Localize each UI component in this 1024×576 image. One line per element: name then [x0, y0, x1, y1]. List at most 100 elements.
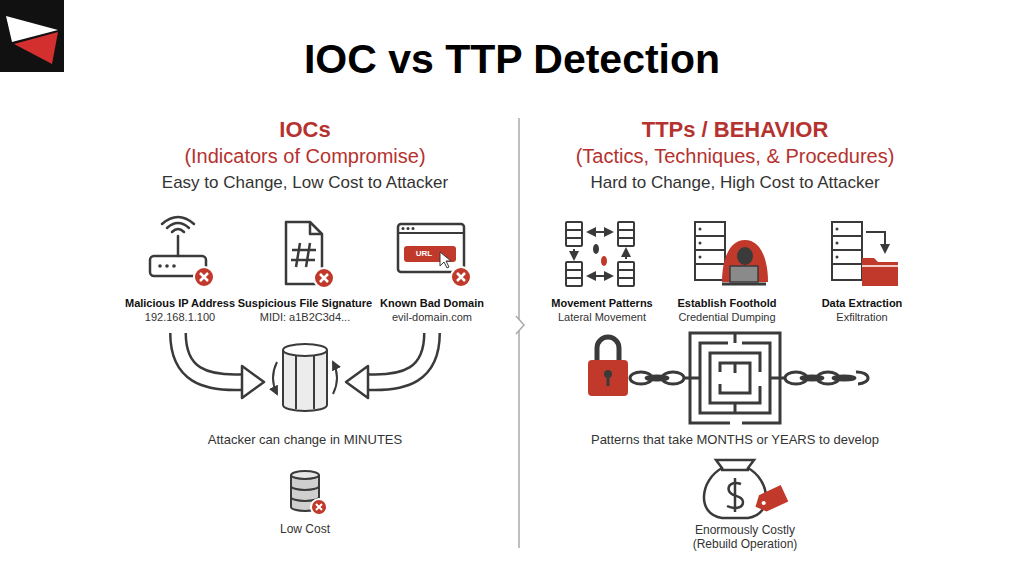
technique-name: Establish Foothold	[662, 297, 792, 310]
revolving-door-part	[313, 355, 315, 409]
padlock-part	[597, 337, 619, 362]
indicator-value: evil-domain.com	[357, 311, 507, 324]
chain-part	[662, 372, 684, 384]
browser-icon-part	[407, 227, 410, 230]
revolving-door-part	[273, 362, 277, 394]
blocked-mark-part	[457, 273, 465, 281]
hacker-icon-part	[730, 266, 758, 282]
money-bag	[704, 460, 766, 518]
movement-icon-part	[588, 231, 612, 233]
blocked-mark-part	[320, 274, 328, 282]
blocked-mark-part	[451, 267, 471, 287]
browser-icon-part	[412, 227, 415, 230]
technique-example: Lateral Movement	[537, 311, 667, 324]
column-tagline: Easy to Change, Low Cost to Attacker	[105, 173, 505, 193]
money-bag-part	[734, 478, 737, 512]
column-divider-part	[516, 316, 524, 334]
browser-icon	[398, 224, 464, 272]
page-title: IOC vs TTP Detection	[112, 36, 912, 83]
technique-name: Movement Patterns	[537, 297, 667, 310]
hacker-icon-part	[699, 256, 702, 259]
curved-arrow	[178, 333, 264, 398]
price-tag-part	[752, 485, 789, 515]
indicator-name: Malicious IP Address	[105, 297, 255, 310]
curved-arrow-part	[366, 333, 432, 382]
router-icon-part	[167, 223, 189, 228]
blocked-mark-part	[314, 268, 334, 288]
technique-example: Credential Dumping	[662, 311, 792, 324]
column-divider-part	[518, 118, 520, 548]
blocked-mark-part	[200, 273, 208, 281]
column-note: Attacker can change in MINUTES	[145, 433, 465, 448]
money-bag-part	[704, 460, 766, 518]
database-icon-part	[291, 486, 319, 490]
curved-arrow-part	[346, 366, 368, 398]
movement-icon-part	[593, 244, 599, 254]
hacker-icon	[695, 222, 768, 284]
movement-icon	[566, 222, 634, 286]
browser-icon-part	[402, 227, 405, 230]
blocked-mark-part	[316, 504, 322, 510]
exfiltration-icon-part	[862, 258, 898, 286]
technique-name: Data Extraction	[797, 297, 927, 310]
hacker-icon-part	[695, 222, 725, 280]
maze-part	[690, 333, 780, 413]
movement-icon-part	[566, 270, 582, 278]
exfiltration-icon-part	[832, 236, 862, 264]
url-text: URL	[404, 249, 444, 258]
exfiltration-icon-part	[832, 222, 862, 280]
column-subheading: (Indicators of Compromise)	[115, 145, 495, 168]
browser-icon-part	[440, 252, 451, 268]
blocked-mark-part	[311, 499, 327, 515]
exfiltration-icon-part	[862, 265, 898, 267]
exfiltration-icon-part	[866, 232, 885, 252]
money-bag-part	[721, 469, 749, 472]
exfiltration-icon-part	[836, 256, 839, 259]
router-icon-part	[158, 264, 162, 268]
router-icon-part	[177, 236, 180, 256]
chain-part	[801, 376, 823, 380]
maze-part	[710, 353, 760, 403]
movement-icon-part	[625, 249, 627, 259]
router-icon-part	[172, 229, 184, 232]
hacker-icon-part	[737, 247, 753, 265]
hacker-icon-part	[722, 240, 768, 282]
chain-part	[833, 376, 855, 380]
column-heading: IOCs	[195, 117, 415, 142]
router-icon	[150, 217, 206, 276]
brand-logo	[0, 0, 64, 72]
movement-icon-part	[566, 230, 582, 238]
chain-part	[646, 376, 668, 380]
padlock-part	[607, 376, 610, 386]
column-tagline: Hard to Change, High Cost to Attacker	[525, 173, 945, 193]
router-icon-part	[165, 264, 169, 268]
exfiltration-icon-part	[836, 242, 839, 245]
revolving-door-part	[333, 362, 337, 394]
hacker-icon-part	[695, 236, 725, 264]
curved-arrow-part	[242, 366, 264, 398]
column-note: Patterns that take MONTHS or YEARS to de…	[525, 433, 945, 448]
blocked-mark-part	[194, 267, 214, 287]
movement-icon-part	[588, 275, 612, 277]
maze-part	[700, 343, 770, 413]
indicator-name: Suspicious File Signature	[230, 297, 380, 310]
router-icon-part	[162, 217, 194, 224]
movement-icon-part	[618, 270, 634, 278]
cost-label: Low Cost	[235, 523, 375, 537]
column-subheading: (Tactics, Techniques, & Procedures)	[525, 145, 945, 168]
blocked-mark	[451, 267, 471, 287]
movement-icon-part	[573, 249, 575, 259]
padlock	[588, 337, 628, 396]
blocked-mark	[311, 499, 327, 515]
maze-part	[690, 333, 780, 423]
brand-logo-part	[14, 32, 58, 64]
maze	[690, 333, 780, 423]
curved-arrow-part	[178, 333, 244, 382]
movement-icon-part	[601, 256, 607, 266]
file-icon-part	[310, 222, 322, 234]
file-icon-part	[291, 243, 316, 267]
movement-icon-part	[618, 230, 634, 238]
database-icon-part	[291, 471, 319, 479]
browser-icon-part	[398, 232, 464, 234]
